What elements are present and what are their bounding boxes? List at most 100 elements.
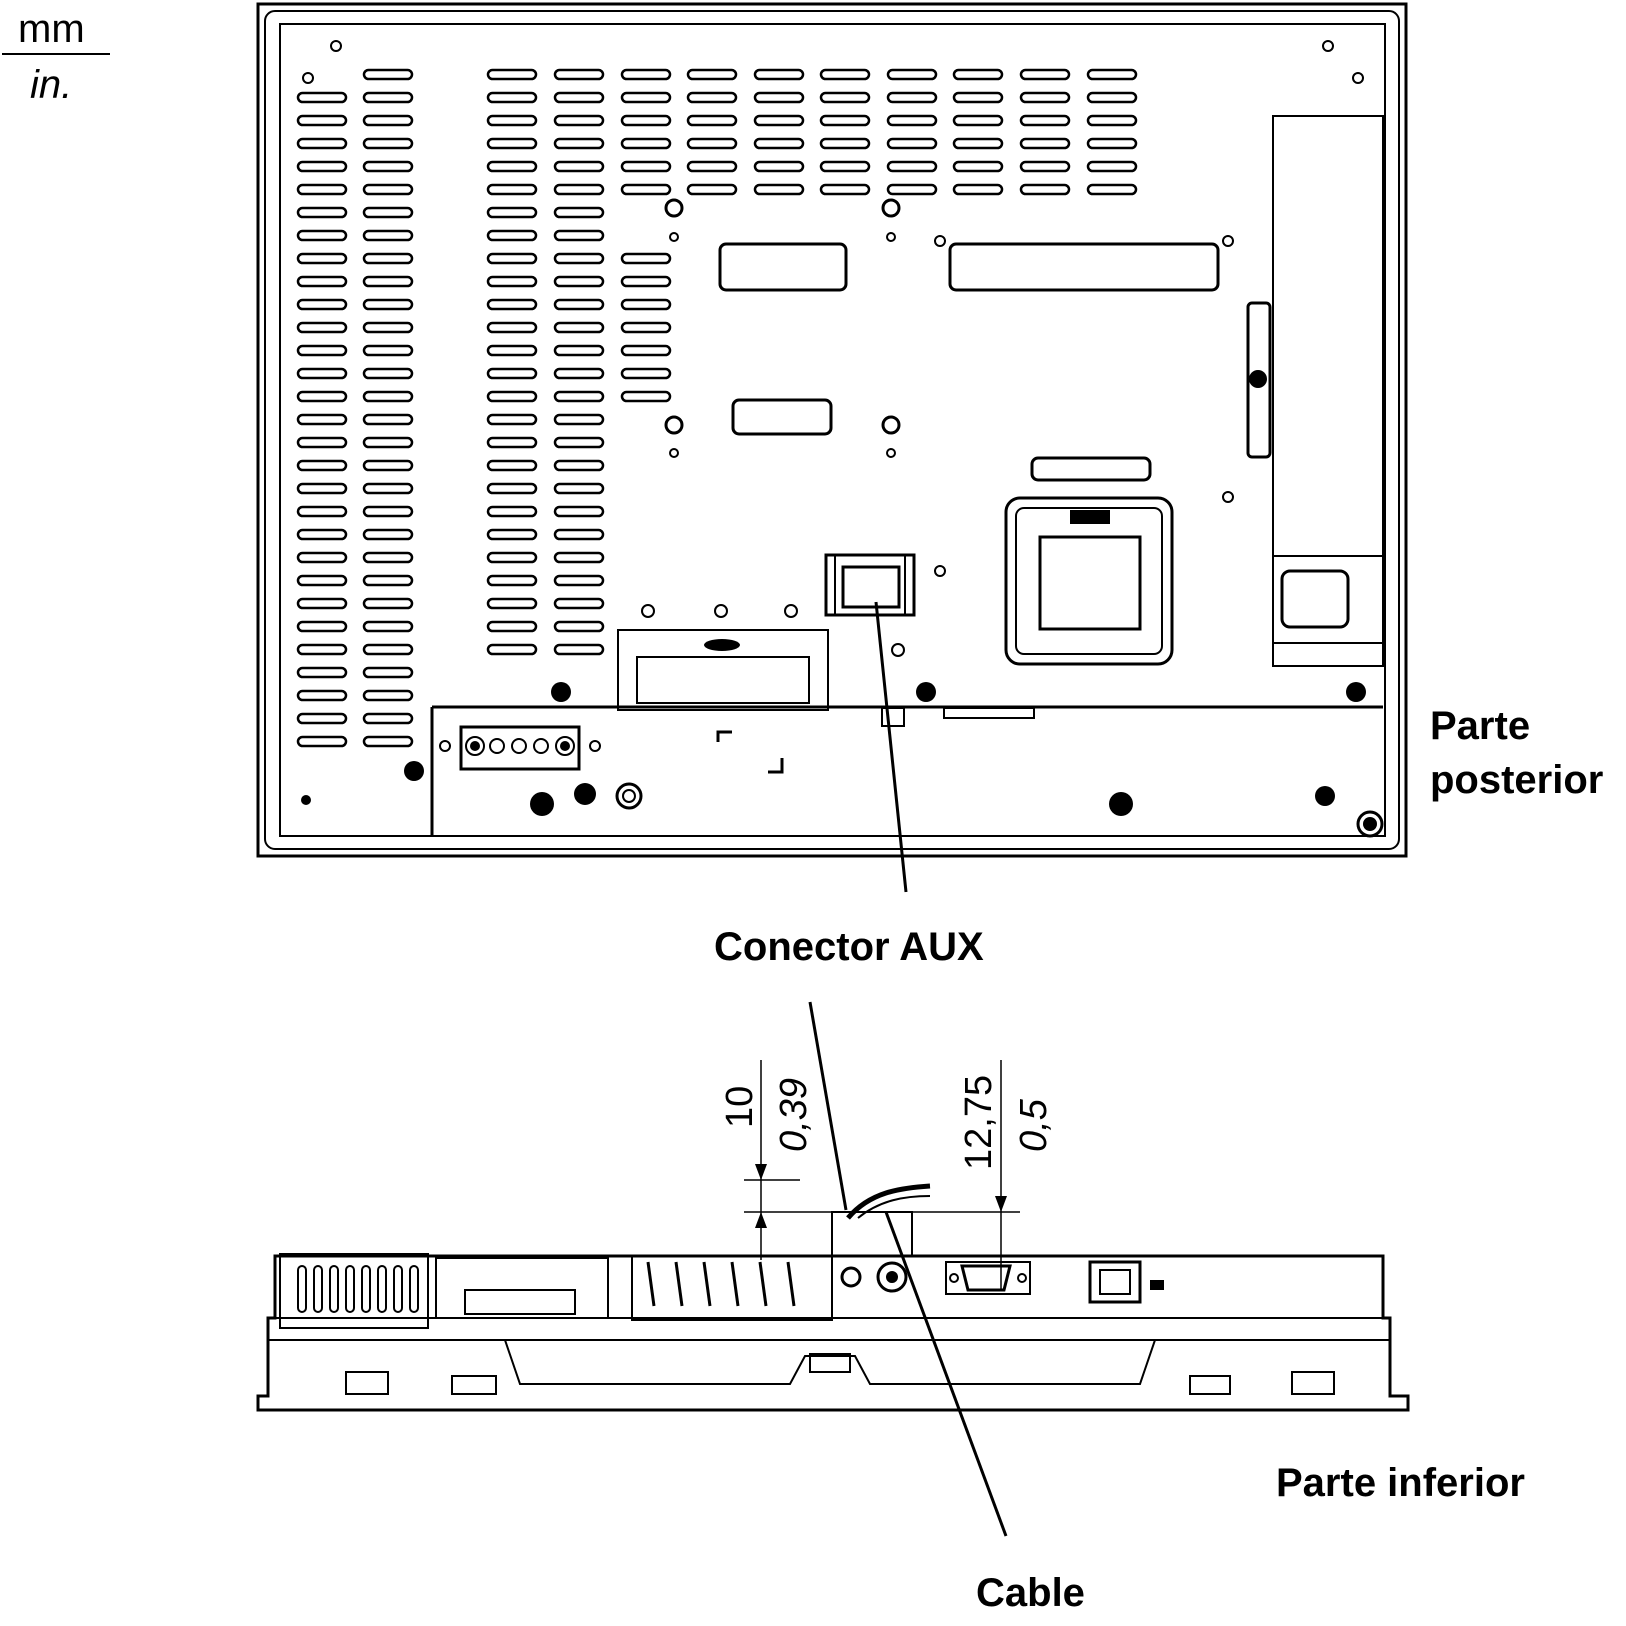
vent-slot xyxy=(486,252,538,265)
dimension-gap: 10 0,39 xyxy=(719,1078,815,1152)
vent-slot xyxy=(362,321,414,334)
vent-slot xyxy=(886,91,938,104)
vent-slot xyxy=(486,459,538,472)
vent-fins xyxy=(297,1265,419,1313)
vent-slot xyxy=(362,505,414,518)
vent-slot xyxy=(296,689,348,702)
vent-slots xyxy=(296,68,1138,748)
vent-slot xyxy=(362,91,414,104)
vent-slot xyxy=(362,574,414,587)
vent-slot xyxy=(362,666,414,679)
vent-slot xyxy=(553,114,605,127)
vent-slot xyxy=(486,183,538,196)
vent-slot xyxy=(486,643,538,656)
vent-slot xyxy=(362,367,414,380)
vent-slot xyxy=(362,298,414,311)
vent-slot xyxy=(296,160,348,173)
vent-slot xyxy=(620,390,672,403)
vent-slot xyxy=(553,252,605,265)
vent-slot xyxy=(1086,137,1138,150)
vent-slot xyxy=(296,620,348,633)
fan-fin xyxy=(758,1261,768,1307)
vent-slot xyxy=(296,735,348,748)
vent-slot xyxy=(620,68,672,81)
vent-slot xyxy=(620,114,672,127)
vent-slot xyxy=(1086,68,1138,81)
label-cable: Cable xyxy=(976,1571,1085,1615)
fan-fin xyxy=(730,1261,740,1307)
vent-slot xyxy=(362,459,414,472)
vent-slot xyxy=(296,643,348,656)
unit-inch: in. xyxy=(30,63,72,107)
vent-fin xyxy=(377,1265,387,1313)
vent-slot xyxy=(486,436,538,449)
vent-slot xyxy=(296,367,348,380)
vent-slot xyxy=(553,344,605,357)
vent-slot xyxy=(362,68,414,81)
vent-slot xyxy=(486,413,538,426)
dimension-offset: 12,75 0,5 xyxy=(958,1075,1055,1170)
vent-slot xyxy=(553,206,605,219)
vent-slot xyxy=(362,413,414,426)
vent-slot xyxy=(296,321,348,334)
dimension-lines xyxy=(744,1060,1020,1290)
vent-slot xyxy=(486,344,538,357)
vent-slot xyxy=(686,91,738,104)
vent-slot xyxy=(486,298,538,311)
dim-offset-mm: 12,75 xyxy=(958,1075,1000,1170)
vent-slot xyxy=(553,459,605,472)
vent-slot xyxy=(362,206,414,219)
fan-fin xyxy=(786,1261,796,1307)
vent-slot xyxy=(886,68,938,81)
vent-slot xyxy=(362,620,414,633)
vent-slot xyxy=(620,298,672,311)
label-rear-line1: Parte xyxy=(1430,704,1530,748)
vent-slot xyxy=(362,160,414,173)
vent-slot xyxy=(886,114,938,127)
vent-fin xyxy=(345,1265,355,1313)
vent-fin xyxy=(313,1265,323,1313)
vent-slot xyxy=(1019,183,1071,196)
vent-slot xyxy=(952,114,1004,127)
vent-slot xyxy=(1019,68,1071,81)
vent-slot xyxy=(753,183,805,196)
vent-slot xyxy=(296,206,348,219)
vent-slot xyxy=(886,183,938,196)
vent-slot xyxy=(1019,160,1071,173)
vent-slot xyxy=(296,574,348,587)
vent-slot xyxy=(362,735,414,748)
vent-slot xyxy=(553,91,605,104)
vent-slot xyxy=(486,160,538,173)
vent-slot xyxy=(553,482,605,495)
vent-slot xyxy=(553,551,605,564)
vent-slot xyxy=(296,275,348,288)
vent-slot xyxy=(686,160,738,173)
vent-slot xyxy=(486,206,538,219)
vent-slot xyxy=(362,712,414,725)
vent-slot xyxy=(486,482,538,495)
vent-fin xyxy=(361,1265,371,1313)
vent-slot xyxy=(819,160,871,173)
vent-slot xyxy=(819,183,871,196)
vent-slot xyxy=(819,114,871,127)
vent-slot xyxy=(486,597,538,610)
fan-fin xyxy=(674,1261,684,1307)
vent-slot xyxy=(753,137,805,150)
vent-slot xyxy=(620,321,672,334)
vent-slot xyxy=(553,620,605,633)
label-bottom-view: Parte inferior xyxy=(1276,1461,1525,1505)
vent-slot xyxy=(553,183,605,196)
vent-slot xyxy=(486,229,538,242)
vent-slot xyxy=(620,91,672,104)
vent-slot xyxy=(362,252,414,265)
vent-slot xyxy=(620,344,672,357)
vent-slot xyxy=(819,137,871,150)
vent-slot xyxy=(886,160,938,173)
vent-slot xyxy=(553,413,605,426)
vent-slot xyxy=(296,298,348,311)
vent-slot xyxy=(486,137,538,150)
vent-slot xyxy=(296,390,348,403)
vent-slot xyxy=(362,114,414,127)
fan-fins xyxy=(646,1261,796,1307)
vent-slot xyxy=(296,482,348,495)
